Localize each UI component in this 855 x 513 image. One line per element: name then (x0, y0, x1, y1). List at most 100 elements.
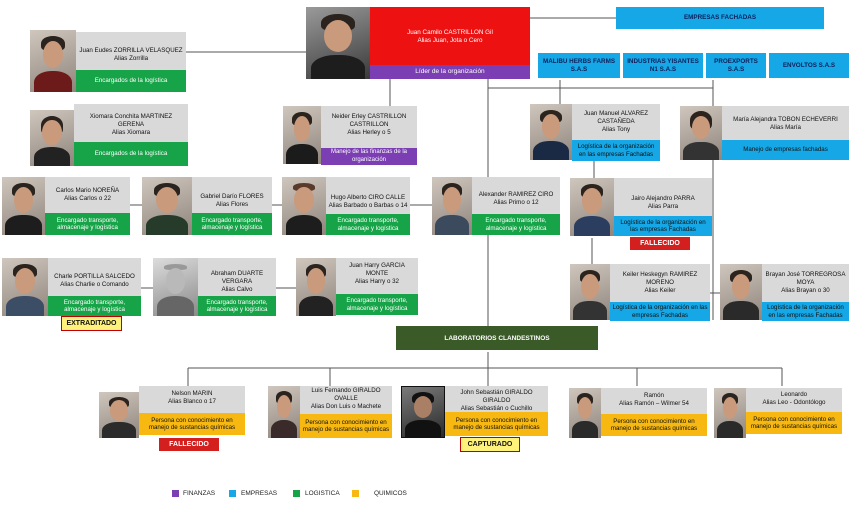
name-flores: Gabriel Darío FLORES (200, 193, 264, 200)
photo-neider (283, 106, 321, 164)
card-ciro: Hugo Alberto CIRO CALLE Alias Barbado o … (326, 177, 410, 214)
role-garcia: Encargado transporte, almacenaje y logís… (336, 294, 418, 315)
company-proexports: PROEXPORTS S.A.S (706, 53, 766, 78)
leader-photo (306, 7, 370, 79)
name-torregrosa: Brayan José TORREGROSA MOYA (765, 271, 846, 286)
photo-garcia (296, 258, 336, 316)
name-norena: Carlos Mario NOREÑA (55, 187, 120, 194)
alias-tobon: Alias María (770, 123, 801, 131)
role-giraldo-ovalle: Persona con conocimiento en manejo de su… (300, 414, 392, 438)
role-tobon: Manejo de empresas fachadas (722, 140, 849, 160)
legend-label-quimicos: QUIMICOS (374, 490, 407, 497)
card-alvarez: Juan Manuel ALVAREZ CASTAÑEDA Alias Tony (572, 104, 660, 140)
name-giraldo-ovalle: Luis Fernando GIRALDO OVALLE (311, 387, 381, 402)
photo-parra (570, 178, 614, 236)
photo-tobon (680, 106, 722, 160)
leader-role: Líder de la organización (370, 65, 530, 79)
role-giraldo-giraldo: Persona con conocimiento en manejo de su… (445, 412, 548, 436)
role-neider: Manejo de las finanzas de la organizació… (321, 148, 417, 165)
alias-neider: Alias Herley o 5 (347, 128, 391, 136)
companies-header: EMPRESAS FACHADAS (616, 7, 824, 29)
status-marin: FALLECIDO (159, 438, 219, 451)
alias-alvarez: Alias Tony (601, 125, 631, 133)
photo-alvarez (530, 104, 572, 160)
role-alvarez: Logística de la organización en las empr… (572, 140, 660, 161)
alias-marin: Alias Blanco o 17 (168, 397, 216, 405)
photo-ramon (569, 388, 601, 438)
role-portilla: Encargado transporte, almacenaje y logís… (48, 296, 141, 316)
legend-swatch-logistica (293, 490, 300, 497)
alias-zorrilla: Alias Zorrilla (113, 54, 149, 62)
labs-header: LABORATORIOS CLANDESTINOS (396, 326, 598, 350)
card-giraldo-ovalle: Luis Fernando GIRALDO OVALLE Alias Don L… (300, 386, 392, 414)
name-ramon: Ramón (644, 392, 664, 399)
name-zorrilla: Juan Eudes ZORRILLA VELASQUEZ (79, 47, 183, 54)
name-tobon: María Alejandra TOBON ECHEVERRI (733, 116, 838, 123)
status-giraldo-giraldo: CAPTURADO (460, 437, 520, 452)
role-flores: Encargado transporte, almacenaje y logís… (192, 213, 272, 235)
role-parra: Logística de la organización en las empr… (614, 216, 712, 236)
photo-duarte (153, 258, 198, 316)
name-ciro: Hugo Alberto CIRO CALLE (330, 194, 406, 201)
legend-label-finanzas: FINANZAS (183, 490, 216, 497)
card-norena: Carlos Mario NOREÑA Alias Carlos o 22 (45, 177, 130, 213)
card-ramirez: Alexander RAMIREZ CIRO Alias Primo o 12 (472, 177, 560, 214)
photo-zorrilla (30, 30, 76, 92)
card-parra: Jairo Alejandro PARRA Alias Parra (614, 178, 712, 216)
alias-garcia: Alias Harry o 32 (354, 277, 400, 285)
photo-ciro (282, 177, 326, 235)
name-leonardo: Leonardo (780, 391, 808, 398)
alias-leonardo: Alias Leo - Odontólogo (762, 398, 826, 406)
photo-ramirez (432, 177, 472, 235)
company-yisantes: INDUSTRIAS YISANTES N1 S.A.S (623, 53, 703, 78)
leader-card: Juan Camilo CASTRILLON Gil Alias Juan, J… (370, 7, 530, 65)
name-ramirez: Alexander RAMIREZ CIRO (478, 191, 554, 198)
alias-ramirez: Alias Primo o 12 (493, 198, 539, 206)
legend-label-logistica: LOGISTICA (305, 490, 340, 497)
card-ramon: Ramón Alias Ramón – Wilmer 54 (601, 388, 707, 414)
card-zorrilla: Juan Eudes ZORRILLA VELASQUEZ Alias Zorr… (76, 32, 186, 70)
name-alvarez: Juan Manuel ALVAREZ CASTAÑEDA (583, 110, 649, 125)
card-garcia: Juan Harry GARCIA MONTE Alias Harry o 32 (336, 258, 418, 294)
company-envoltos: ENVOLTOS S.A.S (769, 53, 849, 78)
role-ciro: Encargado transporte, almacenaje y logís… (326, 214, 410, 235)
leader-name: Juan Camilo CASTRILLON Gil (407, 29, 493, 36)
alias-flores: Alias Flores (215, 200, 249, 208)
alias-portilla: Alias Charlie o Comando (60, 280, 129, 288)
card-marin: Nelson MARIN Alias Blanco o 17 (139, 386, 245, 413)
alias-torregrosa: Alias Brayan o 30 (781, 286, 830, 294)
alias-keiler: Alias Keiler (644, 286, 676, 294)
card-giraldo-giraldo: John Sebastián GIRALDO GIRALDO Alias Seb… (445, 386, 548, 412)
card-tobon: María Alejandra TOBON ECHEVERRI Alias Ma… (722, 106, 849, 140)
legend-swatch-finanzas (172, 490, 179, 497)
legend: FINANZAS EMPRESAS LOGISTICA QUIMICOS (170, 488, 430, 502)
photo-giraldo-ovalle (268, 386, 300, 438)
alias-xiomara: Alias Xiomara (111, 128, 151, 136)
alias-ramon: Alias Ramón – Wilmer 54 (619, 399, 689, 407)
photo-leonardo (714, 388, 746, 438)
photo-keiler (570, 264, 610, 320)
name-neider: Neider Erley CASTRILLON CASTRILLON (331, 113, 407, 128)
photo-torregrosa (720, 264, 762, 320)
name-marin: Nelson MARIN (171, 390, 213, 397)
photo-giraldo-giraldo (401, 386, 445, 438)
legend-label-empresas: EMPRESAS (241, 490, 278, 497)
status-parra: FALLECIDO (630, 237, 690, 250)
name-duarte: Abraham DUARTE VERGARA (210, 270, 264, 285)
role-ramon: Persona con conocimiento en manejo de su… (601, 414, 707, 436)
name-portilla: Charle PORTILLA SALCEDO (54, 273, 135, 280)
card-torregrosa: Brayan José TORREGROSA MOYA Alias Brayan… (762, 264, 849, 302)
photo-xiomara (30, 110, 74, 166)
card-keiler: Keiler Heskegyn RAMIREZ MORENO Alias Kei… (610, 264, 710, 302)
alias-ciro: Alias Barbado o Barbas o 14 (328, 201, 408, 209)
role-torregrosa: Logística de la organización en las empr… (762, 302, 849, 321)
card-xiomara: Xiomara Conchita MARTINEZ GERENA Alias X… (74, 104, 188, 142)
photo-marin (99, 392, 139, 438)
alias-parra: Alias Parra (647, 202, 679, 210)
card-neider: Neider Erley CASTRILLON CASTRILLON Alias… (321, 106, 417, 148)
role-zorrilla: Encargados de la logística (76, 70, 186, 92)
name-xiomara: Xiomara Conchita MARTINEZ GERENA (89, 113, 173, 128)
photo-flores (142, 177, 192, 235)
status-portilla: EXTRADITADO (61, 316, 122, 331)
